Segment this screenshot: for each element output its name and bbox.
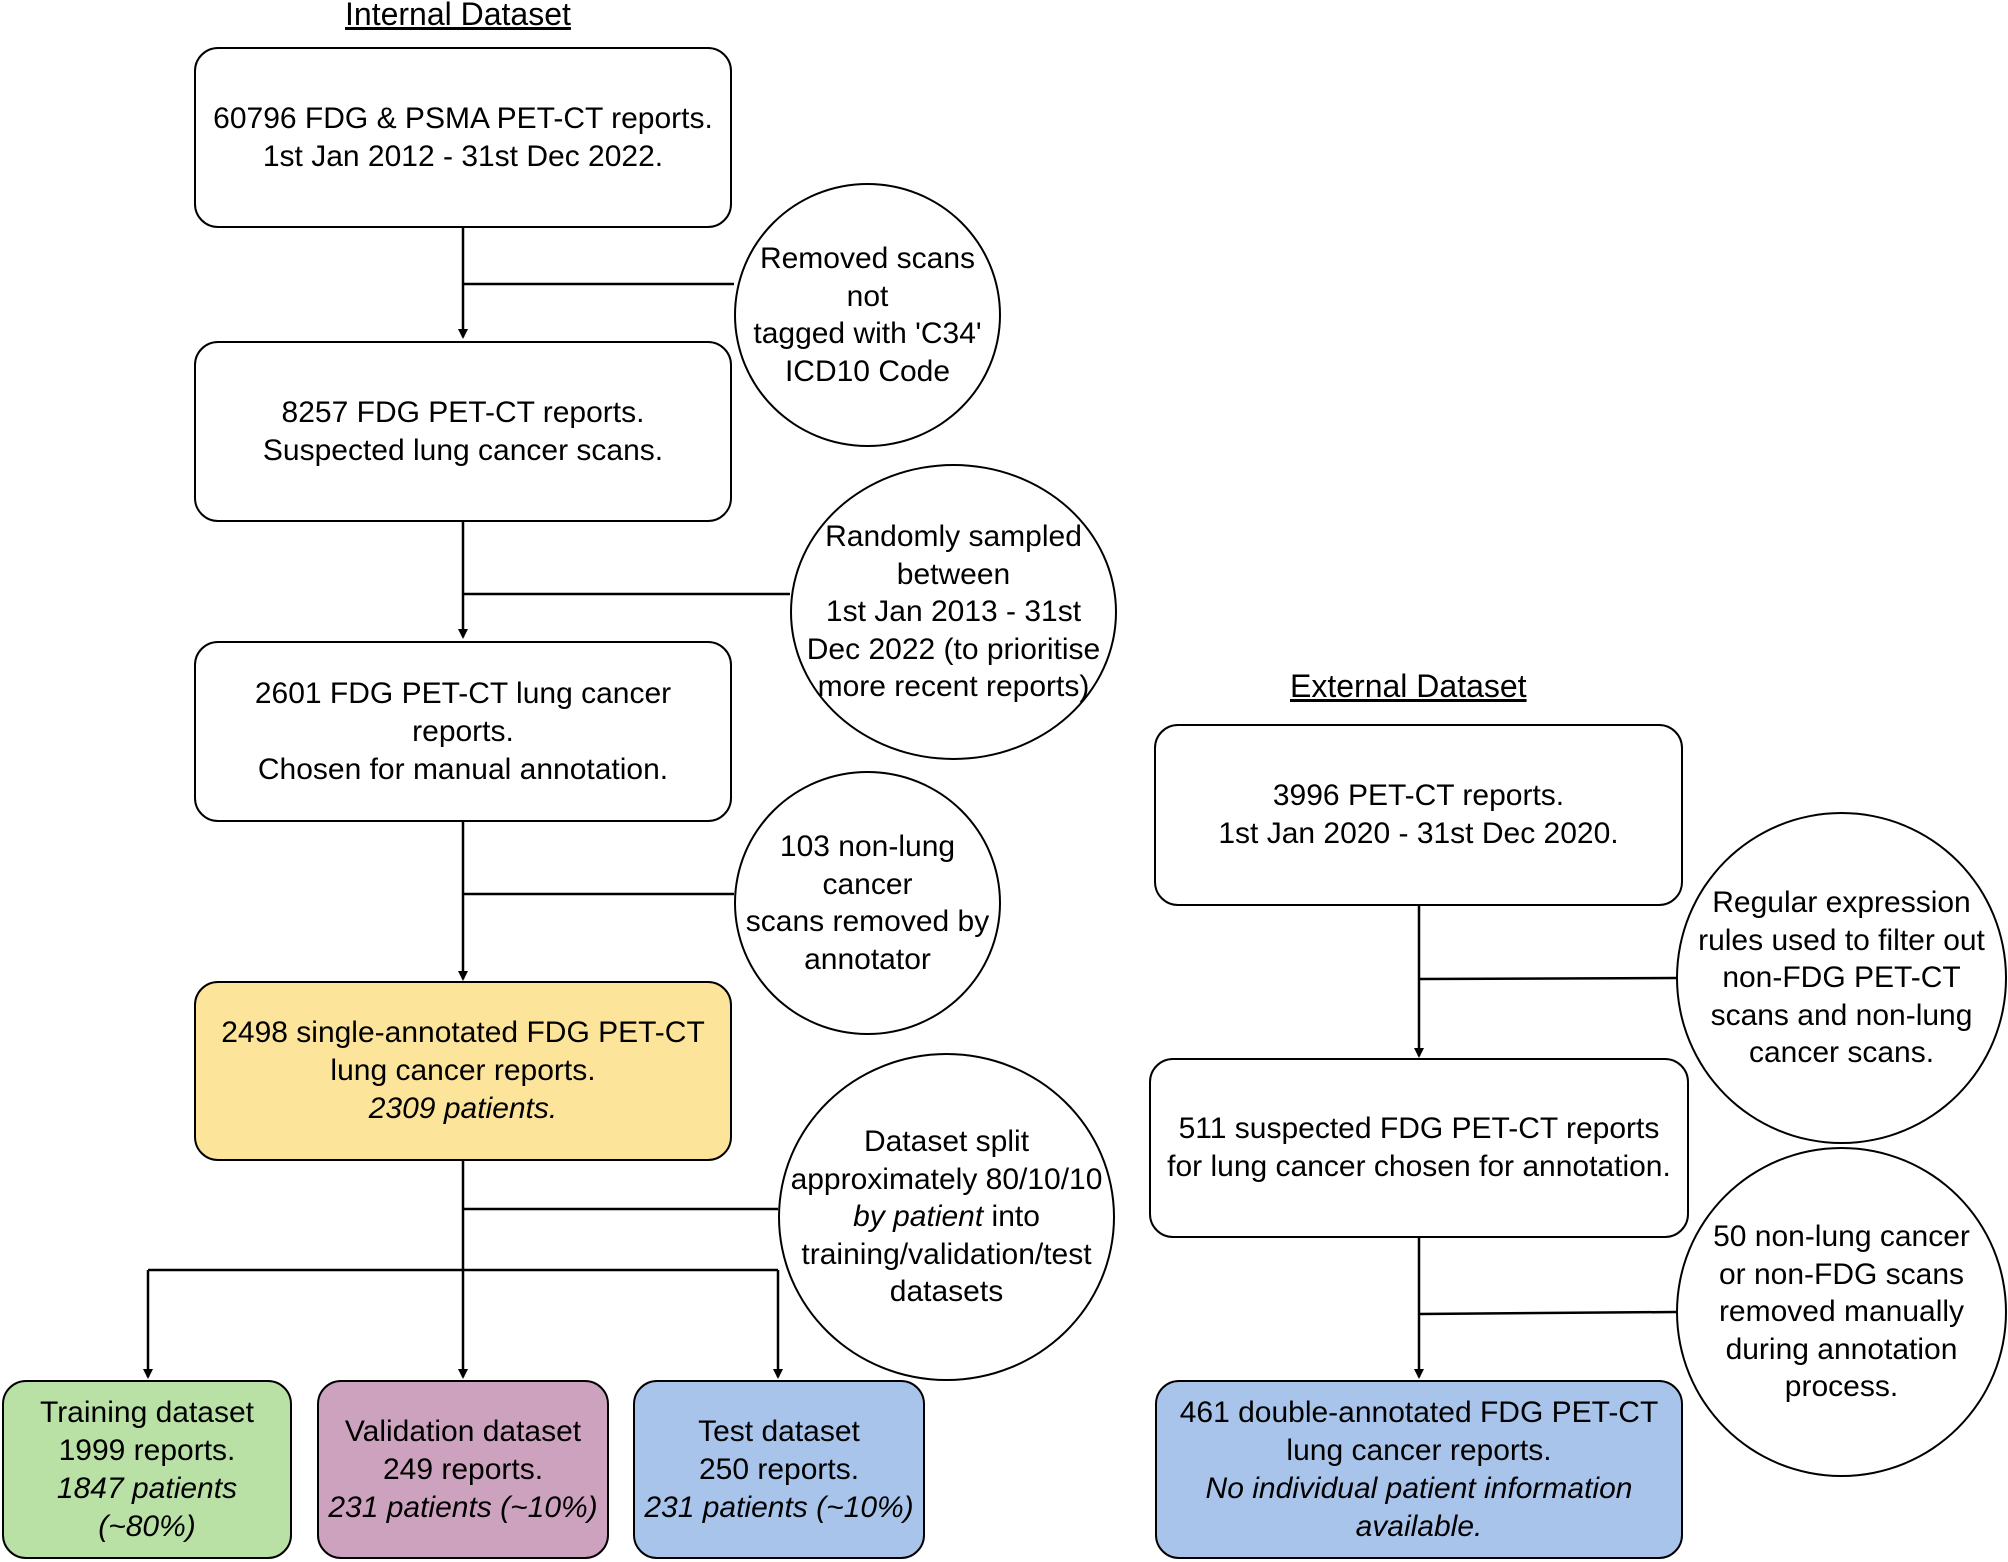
- box-text-line: 250 reports.: [698, 1452, 860, 1486]
- circle-text-line: scans removed by: [745, 905, 990, 938]
- box-text-line: Test dataset: [698, 1414, 860, 1448]
- box-text-line: lung cancer reports.: [1286, 1433, 1552, 1467]
- box-training-dataset: Training dataset 1999 reports. 1847 pati…: [2, 1380, 292, 1559]
- box-text-line: 511 suspected FDG PET-CT reports: [1178, 1112, 1660, 1145]
- circle-text-line: annotator: [804, 942, 931, 976]
- circle-text-line: process.: [1784, 1370, 1899, 1404]
- box-text-line-italic: available.: [1355, 1509, 1483, 1543]
- box-test-dataset: Test dataset 250 reports. 231 patients (…: [633, 1380, 925, 1559]
- circle-50-non-lung: 50 non-lung cancer or non-FDG scans remo…: [1676, 1147, 2007, 1477]
- circle-text-line: non-FDG PET-CT: [1722, 961, 1961, 995]
- box-text-line-italic: 1847 patients: [56, 1471, 238, 1505]
- circle-text-line: during annotation: [1725, 1332, 1958, 1366]
- circle-text-line: scans and non-lung: [1710, 998, 1973, 1032]
- circle-text-line: or non-FDG scans: [1718, 1257, 1965, 1291]
- box-text-line: 8257 FDG PET-CT reports.: [281, 395, 645, 429]
- box-text-line: 1999 reports.: [58, 1433, 236, 1467]
- box-text-line-italic: 2309 patients.: [368, 1092, 558, 1125]
- box-validation-dataset: Validation dataset 249 reports. 231 pati…: [317, 1380, 609, 1559]
- circle-text-rest: into: [983, 1200, 1040, 1234]
- circle-regular-expression: Regular expression rules used to filter …: [1676, 812, 2007, 1144]
- box-2498-single-annotated: 2498 single-annotated FDG PET-CT lung ca…: [194, 981, 732, 1161]
- box-text-line-italic: 231 patients (~10%): [644, 1490, 914, 1524]
- box-text-line: 2498 single-annotated FDG PET-CT: [221, 1016, 705, 1049]
- circle-text-line: cancer: [822, 867, 913, 901]
- circle-text-line: Regular expression: [1712, 886, 1971, 920]
- box-text-line: 3996 PET-CT reports.: [1272, 779, 1565, 812]
- box-text-line: lung cancer reports.: [330, 1054, 596, 1087]
- circle-text-line: 103 non-lung: [779, 830, 956, 863]
- box-461-double-annotated: 461 double-annotated FDG PET-CT lung can…: [1155, 1380, 1683, 1559]
- circle-text-line: more recent reports): [817, 670, 1090, 704]
- circle-text-line: 1st Jan 2013 - 31st: [825, 595, 1082, 629]
- circle-text-line: by patient into: [853, 1198, 1040, 1236]
- box-text-line: 2601 FDG PET-CT lung cancer: [254, 676, 672, 710]
- box-text-line-italic: No individual patient information: [1205, 1471, 1633, 1505]
- box-text-line: 461 double-annotated FDG PET-CT: [1179, 1395, 1659, 1429]
- circle-text-line: datasets: [889, 1275, 1004, 1309]
- circle-randomly-sampled: Randomly sampled between 1st Jan 2013 - …: [790, 464, 1117, 760]
- circle-text-line: not: [846, 279, 889, 313]
- box-text-line: Suspected lung cancer scans.: [262, 433, 664, 467]
- box-text-line: 249 reports.: [382, 1452, 544, 1486]
- circle-text-line: 50 non-lung cancer: [1713, 1220, 1970, 1254]
- box-8257-reports: 8257 FDG PET-CT reports. Suspected lung …: [194, 341, 732, 522]
- circle-text-line: Dataset split: [863, 1125, 1030, 1159]
- circle-text-line: Randomly sampled: [825, 520, 1082, 554]
- box-text-line-italic: 231 patients (~10%): [328, 1490, 598, 1524]
- circle-text-line: Removed scans: [759, 242, 976, 275]
- circle-text-line: between: [896, 557, 1011, 591]
- internal-dataset-heading: Internal Dataset: [345, 0, 571, 32]
- box-511-suspected: 511 suspected FDG PET-CT reports for lun…: [1149, 1058, 1689, 1238]
- branch-c6: [1418, 1310, 1677, 1316]
- box-text-line-italic: (~80%): [98, 1509, 196, 1543]
- circle-text-line: approximately 80/10/10: [790, 1162, 1103, 1196]
- circle-text-line: Dec 2022 (to prioritise: [806, 632, 1101, 666]
- circle-text-line: tagged with 'C34': [753, 317, 982, 350]
- circle-text-line: rules used to filter out: [1698, 923, 1985, 957]
- circle-text-line: removed manually: [1718, 1295, 1965, 1329]
- circle-dataset-split: Dataset split approximately 80/10/10 by …: [778, 1053, 1115, 1381]
- circle-removed-scans-c34: Removed scans not tagged with 'C34' ICD1…: [734, 183, 1001, 447]
- circle-text-line: ICD10 Code: [784, 354, 951, 388]
- box-text-line: reports.: [412, 714, 514, 748]
- circle-text-line: training/validation/test: [801, 1237, 1092, 1271]
- circle-text-italic: by patient: [853, 1200, 984, 1234]
- box-text-line: Training dataset: [39, 1395, 254, 1429]
- circle-103-non-lung: 103 non-lung cancer scans removed by ann…: [734, 771, 1001, 1035]
- box-2601-reports: 2601 FDG PET-CT lung cancer reports. Cho…: [194, 641, 732, 822]
- box-60796-reports: 60796 FDG & PSMA PET-CT reports. 1st Jan…: [194, 47, 732, 228]
- box-3996-reports: 3996 PET-CT reports. 1st Jan 2020 - 31st…: [1154, 724, 1683, 906]
- external-dataset-heading: External Dataset: [1290, 668, 1527, 704]
- box-text-line: 1st Jan 2012 - 31st Dec 2022.: [262, 139, 664, 173]
- box-text-line: 60796 FDG & PSMA PET-CT reports.: [213, 101, 713, 135]
- box-text-line: Chosen for manual annotation.: [257, 752, 669, 786]
- circle-text-line: cancer scans.: [1748, 1036, 1935, 1070]
- box-text-line: for lung cancer chosen for annotation.: [1167, 1150, 1671, 1183]
- box-text-line: Validation dataset: [344, 1414, 582, 1448]
- box-text-line: 1st Jan 2020 - 31st Dec 2020.: [1218, 817, 1619, 850]
- branch-c5: [1418, 976, 1677, 981]
